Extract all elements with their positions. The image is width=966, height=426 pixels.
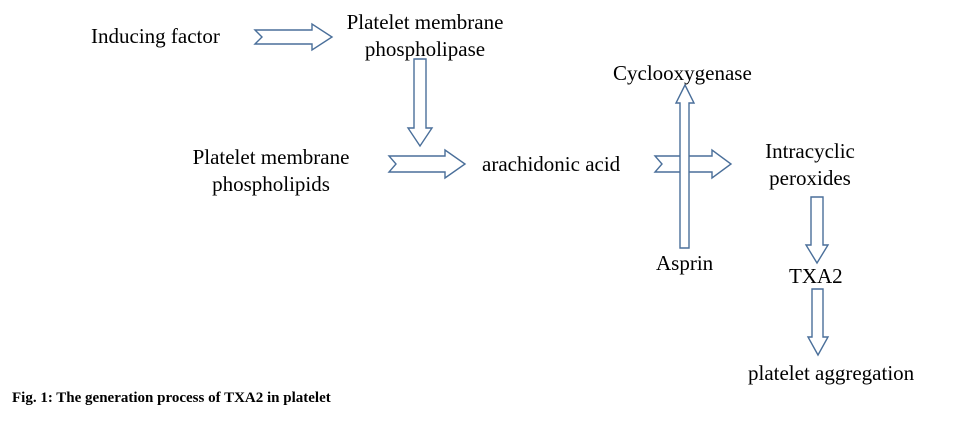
node-arachidonic-acid: arachidonic acid bbox=[482, 152, 621, 176]
arrow-arachidonic-to-peroxides bbox=[653, 148, 733, 180]
arrow-phospholipase-to-phospholipids bbox=[406, 58, 434, 148]
node-inducing-factor: Inducing factor bbox=[91, 24, 220, 48]
figure-caption: Fig. 1: The generation process of TXA2 i… bbox=[12, 390, 331, 406]
arrow-txa2-to-aggregation bbox=[806, 288, 830, 357]
node-cyclooxygenase: Cyclooxygenase bbox=[613, 61, 752, 85]
node-txa2: TXA2 bbox=[789, 264, 843, 288]
arrow-peroxides-to-txa2 bbox=[804, 196, 830, 265]
node-aspirin: Asprin bbox=[656, 251, 714, 275]
node-intracyclic-peroxides: Intracyclic peroxides bbox=[765, 139, 855, 190]
node-platelet-membrane-phospholipids: Platelet membrane phospholipids bbox=[192, 145, 350, 196]
arrow-aspirin-to-cyclooxygenase bbox=[674, 83, 696, 249]
node-platelet-membrane-phospholipase: Platelet membrane phospholipase bbox=[346, 10, 504, 61]
node-platelet-aggregation: platelet aggregation bbox=[748, 361, 915, 385]
arrow-inducing-to-phospholipase bbox=[253, 22, 334, 52]
arrow-phospholipids-to-arachidonic bbox=[387, 148, 467, 180]
